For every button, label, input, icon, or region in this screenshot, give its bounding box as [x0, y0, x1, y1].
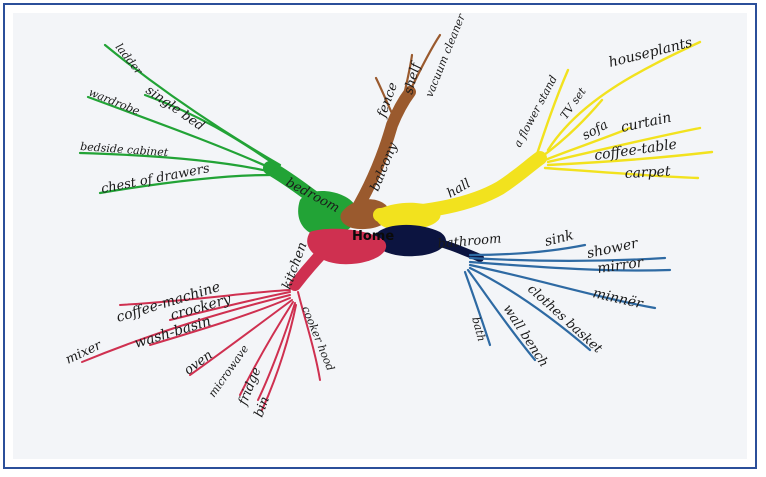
ladder-label: ladder — [113, 41, 146, 78]
fence-line — [374, 76, 397, 122]
bin-line — [261, 304, 297, 411]
tv-set-label: TV set — [558, 85, 589, 122]
single-bed-line — [143, 93, 282, 170]
sofa-label: sofa — [580, 118, 611, 144]
mixer-label: mixer — [63, 338, 104, 368]
shelf-line — [400, 53, 414, 107]
minner-label: minnër — [591, 285, 645, 312]
coffee-machine-line — [119, 289, 291, 306]
oven-line — [189, 299, 293, 376]
coffee-table-line — [546, 150, 714, 167]
oven-label: oven — [182, 348, 216, 379]
center-label: Home — [352, 229, 394, 244]
sink-line — [468, 243, 587, 257]
kitchen-branch: kitchen coffee-machine crockery mixer wa… — [63, 228, 387, 420]
bath-line — [463, 270, 492, 347]
bin-label: bin — [252, 395, 273, 420]
shower-line — [468, 256, 667, 263]
carpet-label: carpet — [624, 164, 671, 182]
sofa-line — [543, 126, 632, 162]
hall-blob — [375, 202, 441, 231]
minner-line — [468, 263, 657, 310]
balcony-main-branch — [349, 86, 416, 218]
chest-of-drawers-label: chest of drawers — [100, 161, 211, 197]
carpet-line — [543, 166, 700, 180]
houseplants-line — [546, 40, 702, 152]
curtain-line — [546, 126, 702, 164]
curtain-label: curtain — [620, 110, 673, 136]
wardrobe-line — [86, 95, 277, 172]
wall-bench-line — [466, 268, 537, 362]
bedside-cabinet-label: bedside cabinet — [80, 140, 169, 159]
vacuum-cleaner-label: vacuum cleaner — [423, 11, 469, 99]
microwave-line — [239, 301, 294, 396]
single-bed-label: single bed — [143, 83, 207, 134]
bathroom-label: bathroom — [437, 231, 502, 252]
bedroom-branch: bedroom ladder single bed wardrobe bedsi… — [78, 41, 358, 236]
crockery-line — [169, 291, 291, 321]
wash-basin-line — [149, 297, 291, 346]
mixer-line — [81, 294, 291, 363]
bedside-cabinet-line — [78, 151, 274, 174]
hall-branch: hall a flower stand TV set houseplants s… — [373, 35, 714, 231]
bathroom-blob — [373, 224, 446, 257]
cooker-hood-line — [297, 291, 321, 381]
chest-of-drawers-line — [98, 173, 272, 195]
sink-label: sink — [543, 227, 575, 250]
wardrobe-label: wardrobe — [87, 86, 142, 118]
mirror-label: mirror — [596, 254, 645, 276]
bath-label: bath — [469, 315, 488, 343]
bathroom-main-branch — [426, 236, 484, 262]
flower-stand-line — [533, 68, 570, 162]
fridge-line — [257, 302, 296, 401]
bedroom-blob — [298, 190, 358, 236]
shelf-label: shelf — [401, 59, 424, 96]
vacuum-cleaner-line — [406, 33, 442, 97]
mirror-line — [468, 260, 672, 272]
bathroom-branch: bathroom sink shower mirror minnër cloth… — [373, 224, 672, 370]
cooker-hood-label: cooker hood — [299, 304, 337, 373]
clothes-basket-line — [468, 266, 592, 352]
kitchen-blob — [307, 228, 387, 265]
tv-set-line — [538, 98, 604, 160]
